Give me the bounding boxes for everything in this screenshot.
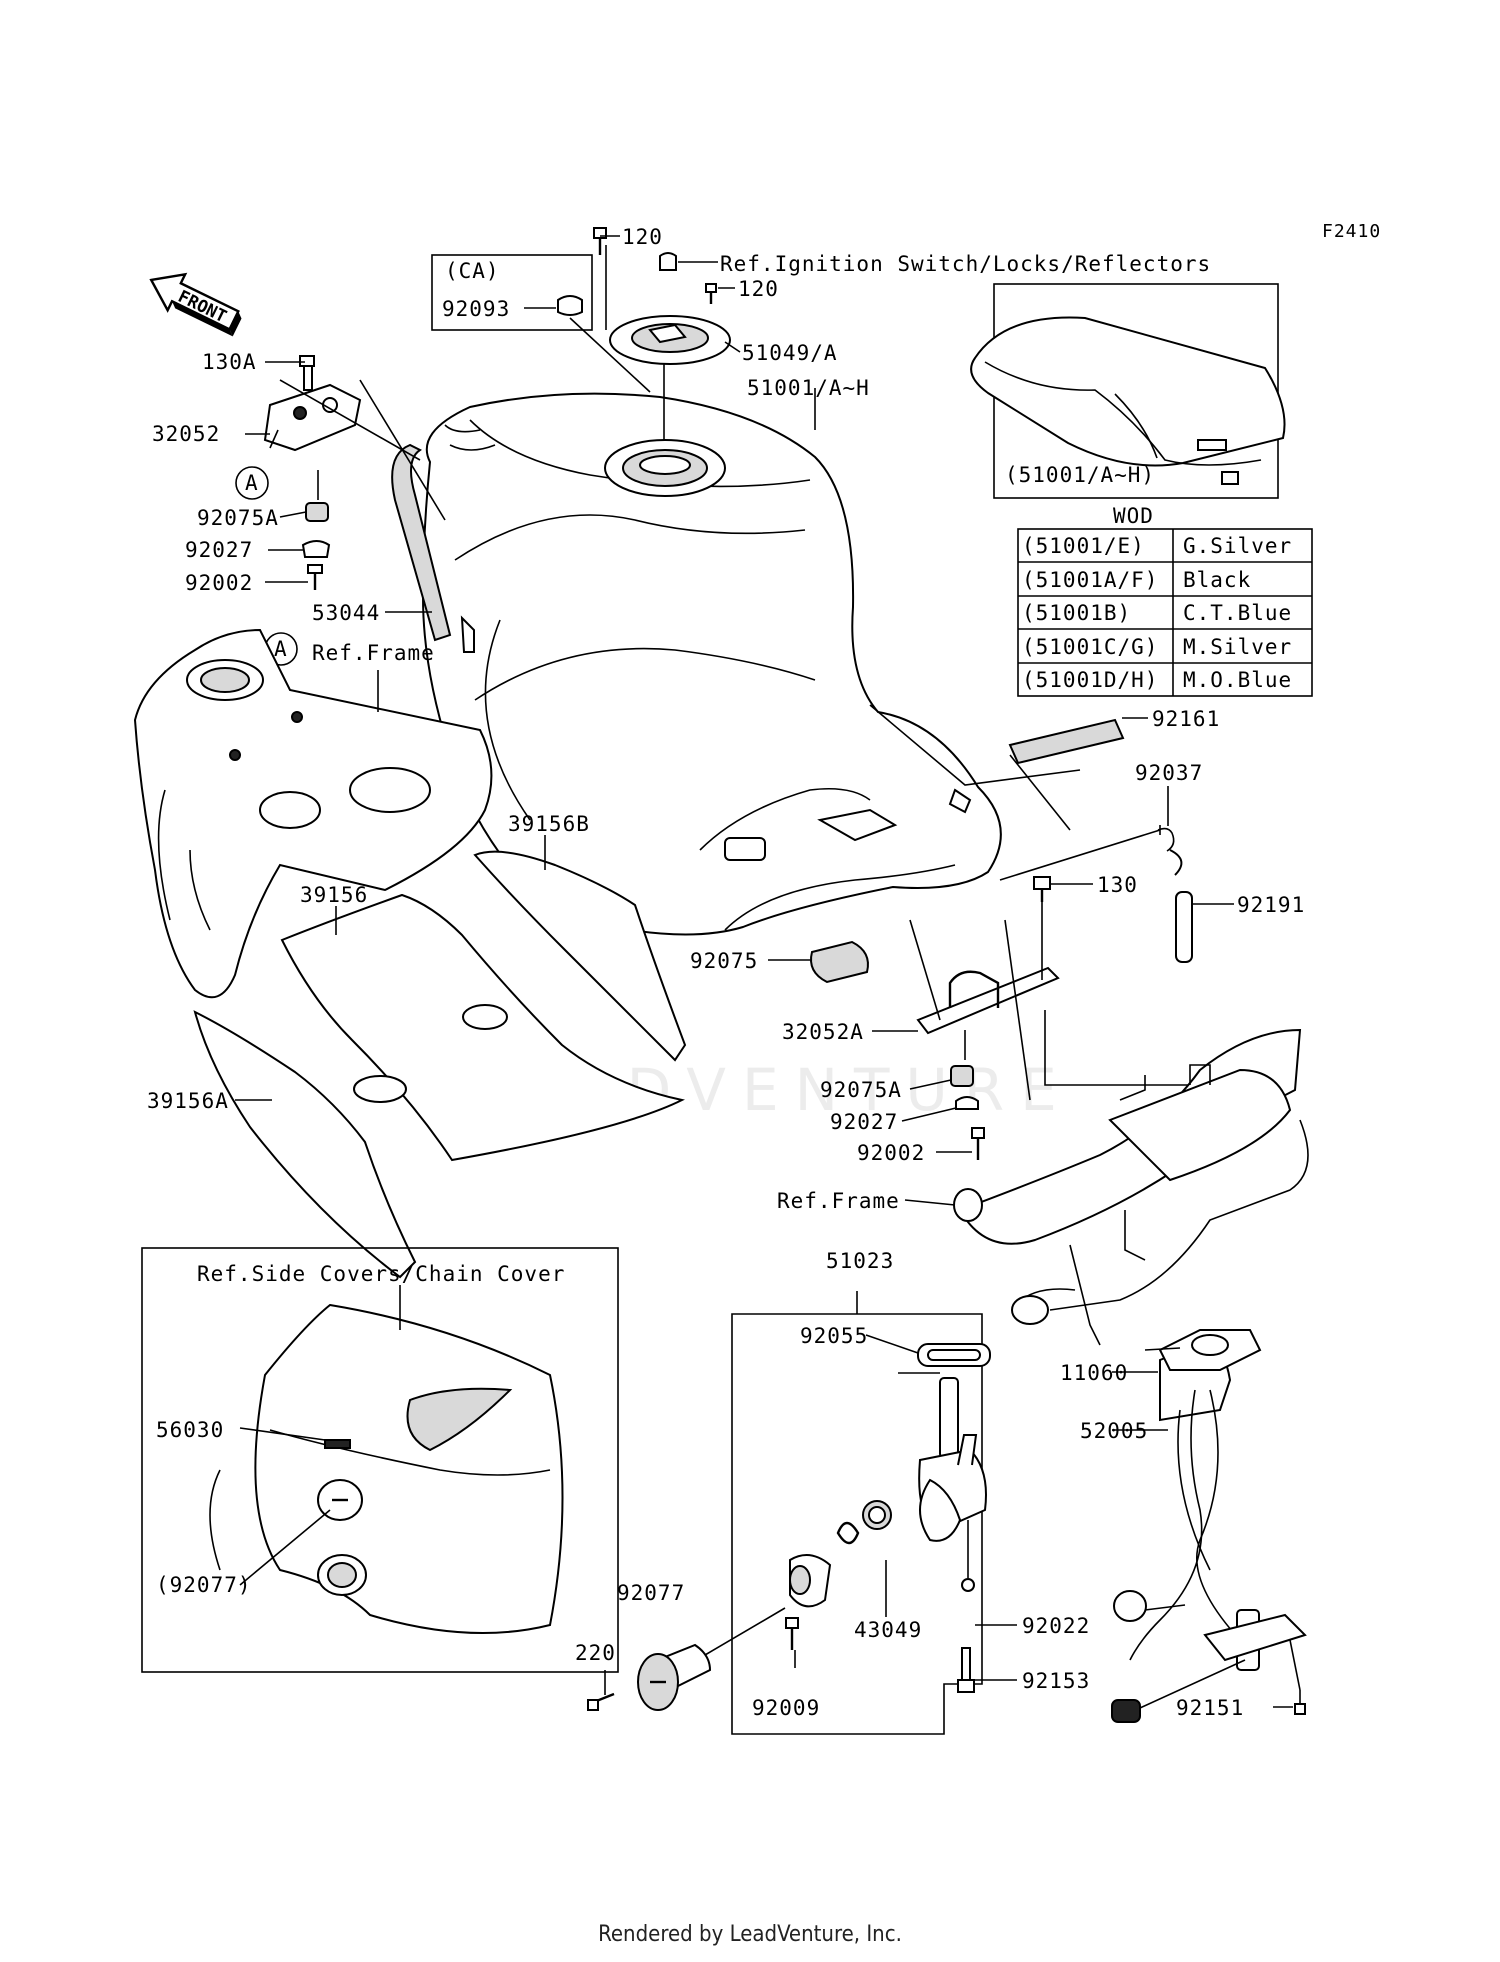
label-92027-bottom: 92027 bbox=[830, 1110, 898, 1134]
wod-row: (51001B) C.T.Blue bbox=[1022, 601, 1292, 625]
label-32052: 32052 bbox=[152, 422, 220, 446]
rubber-92075 bbox=[810, 940, 869, 984]
callout-a-top bbox=[235, 466, 269, 500]
wod-color: Black bbox=[1183, 568, 1251, 592]
label-51001: 51001/A~H bbox=[747, 376, 870, 400]
label-43049: 43049 bbox=[854, 1618, 922, 1642]
label-52005: 52005 bbox=[1080, 1419, 1148, 1443]
wod-code: (51001/E) bbox=[1022, 534, 1145, 558]
knob-92077 bbox=[637, 1607, 786, 1711]
label-92037: 92037 bbox=[1135, 761, 1203, 785]
callout-a-frame-label: A bbox=[274, 637, 288, 661]
label-92002-top: 92002 bbox=[185, 571, 253, 595]
wod-row: (51001C/G) M.Silver bbox=[1022, 635, 1292, 659]
label-120-top: 120 bbox=[622, 225, 663, 249]
label-92151: 92151 bbox=[1176, 1696, 1244, 1720]
ca-box-part: 92093 bbox=[442, 297, 510, 321]
wod-color: C.T.Blue bbox=[1183, 601, 1292, 625]
figure-code: F2410 bbox=[1322, 221, 1381, 242]
hose-92191 bbox=[999, 825, 1193, 963]
label-92022: 92022 bbox=[1022, 1614, 1090, 1638]
label-53044: 53044 bbox=[312, 601, 380, 625]
wod-table: WOD (51001/E) G.Silver (51001A/F) Black … bbox=[1017, 504, 1313, 697]
label-92191: 92191 bbox=[1237, 893, 1305, 917]
wod-code: (51001B) bbox=[1022, 601, 1131, 625]
side-cover-box-title: Ref.Side Covers/Chain Cover bbox=[197, 1262, 565, 1286]
label-92009: 92009 bbox=[752, 1696, 820, 1720]
label-ref-frame-top: Ref.Frame bbox=[312, 641, 435, 665]
label-220: 220 bbox=[575, 1641, 616, 1665]
label-ref-frame-bottom: Ref.Frame bbox=[777, 1189, 900, 1213]
ca-box: (CA) 92093 bbox=[431, 254, 651, 393]
frame-rear bbox=[953, 1028, 1309, 1346]
label-39156A: 39156A bbox=[147, 1089, 229, 1113]
callout-a-top-label: A bbox=[245, 471, 259, 495]
fuel-cap-assembly bbox=[593, 227, 731, 440]
wod-color: M.O.Blue bbox=[1183, 668, 1292, 692]
side-cover-p56030: 56030 bbox=[156, 1418, 224, 1442]
label-92075A-bottom: 92075A bbox=[820, 1078, 902, 1102]
wod-row: (51001/E) G.Silver bbox=[1022, 534, 1292, 558]
label-130A: 130A bbox=[202, 350, 257, 374]
wod-code: (51001D/H) bbox=[1022, 668, 1158, 692]
label-120-second: 120 bbox=[738, 277, 779, 301]
heat-shield-39156A bbox=[193, 1010, 417, 1279]
label-51023: 51023 bbox=[826, 1249, 894, 1273]
label-ref-ignition: Ref.Ignition Switch/Locks/Reflectors bbox=[720, 252, 1211, 276]
label-92027-top: 92027 bbox=[185, 538, 253, 562]
front-arrow-icon: FRONT bbox=[149, 272, 242, 337]
label-39156B: 39156B bbox=[508, 812, 590, 836]
side-cover-box: Ref.Side Covers/Chain Cover 56030 (92077… bbox=[141, 1247, 619, 1673]
bracket-32052 bbox=[263, 355, 446, 590]
label-92153: 92153 bbox=[1022, 1669, 1090, 1693]
fuel-cock-box bbox=[731, 1291, 991, 1735]
inset-tank-label: (51001/A~H) bbox=[1005, 463, 1155, 487]
label-92002-bottom: 92002 bbox=[857, 1141, 925, 1165]
wod-color: M.Silver bbox=[1183, 635, 1292, 659]
footer-credit: Rendered by LeadVenture, Inc. bbox=[598, 1922, 902, 1947]
wod-color: G.Silver bbox=[1183, 534, 1292, 558]
ca-box-title: (CA) bbox=[445, 259, 500, 283]
label-92075: 92075 bbox=[690, 949, 758, 973]
leader-lines bbox=[235, 235, 1293, 1708]
label-92161: 92161 bbox=[1152, 707, 1220, 731]
pad-92161 bbox=[1008, 718, 1125, 765]
label-92077: 92077 bbox=[617, 1581, 685, 1605]
fuel-pump-52005 bbox=[1111, 1338, 1307, 1723]
wod-row: (51001D/H) M.O.Blue bbox=[1022, 668, 1292, 692]
label-39156: 39156 bbox=[300, 883, 368, 907]
bracket-32052A bbox=[909, 876, 1060, 1160]
label-32052A: 32052A bbox=[782, 1020, 864, 1044]
wod-code: (51001C/G) bbox=[1022, 635, 1158, 659]
label-92055: 92055 bbox=[800, 1324, 868, 1348]
frame-left bbox=[133, 628, 493, 999]
fuel-tank bbox=[421, 392, 1002, 936]
heat-shield-39156B bbox=[473, 850, 687, 1062]
wod-row: (51001A/F) Black bbox=[1022, 568, 1251, 592]
label-92075A-top: 92075A bbox=[197, 506, 279, 530]
wod-code: (51001A/F) bbox=[1022, 568, 1158, 592]
inset-tank-box: (51001/A~H) bbox=[970, 283, 1286, 499]
gasket-11060 bbox=[1144, 1329, 1262, 1371]
bolt-92153 bbox=[957, 1647, 975, 1693]
side-cover-p92077: (92077) bbox=[156, 1573, 252, 1597]
label-51049: 51049/A bbox=[742, 341, 838, 365]
label-11060: 11060 bbox=[1060, 1361, 1128, 1385]
screw-220 bbox=[587, 1670, 615, 1711]
label-130: 130 bbox=[1097, 873, 1138, 897]
wod-title: WOD bbox=[1113, 504, 1154, 528]
